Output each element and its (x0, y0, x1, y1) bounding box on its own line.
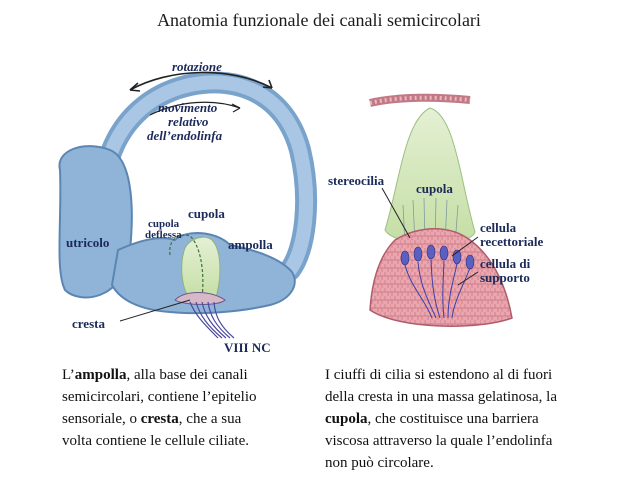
label-cellula-recettoriale-1: cellula (480, 220, 517, 235)
caption-left: L’ampolla, alla base dei canali semicirc… (62, 364, 312, 452)
caption-right-line-2: della cresta in una massa gelatinosa, la (325, 389, 557, 405)
caption-right-line-5: non può circolare. (325, 455, 434, 471)
caption-right-line-4: viscosa attraverso la quale l’endolinfa (325, 433, 553, 449)
label-cellula-supporto-1: cellula di (480, 256, 531, 271)
caption-left-line-4: volta contiene le cellule ciliate. (62, 433, 249, 449)
label-cellula-supporto-2: supporto (480, 270, 530, 285)
label-rotazione: rotazione (172, 59, 222, 74)
cupola (181, 236, 221, 301)
cellula-supporto-pointer (457, 271, 479, 286)
caption-right-line-3: cupola, che costituisce una barriera (325, 411, 539, 427)
label-cupola-right: cupola (416, 181, 453, 196)
label-movimento: movimento (158, 100, 218, 115)
caption-left-line-2: semicircolari, contiene l’epitelio (62, 389, 257, 405)
caption-left-line-3: sensoriale, o cresta, che a sua (62, 411, 242, 427)
receptor-cells (400, 244, 475, 270)
label-cupola-deflessa-1: cupola (148, 218, 180, 230)
caption-left-line-1: L’ampolla, alla base dei canali (62, 367, 248, 383)
label-stereocilia: stereocilia (328, 173, 385, 188)
label-cresta: cresta (72, 316, 105, 331)
crest-nerve-fibers (404, 259, 471, 319)
label-relativo: relativo (168, 114, 209, 129)
caption-right: I ciuffi di cilia si estendono al di fuo… (325, 364, 625, 474)
crest (174, 292, 226, 305)
page-title: Anatomia funzionale dei canali semicirco… (157, 10, 481, 30)
stereocilia-pointer (381, 187, 411, 239)
label-viii-nc: VIII NC (224, 340, 271, 355)
label-utricolo: utricolo (66, 235, 109, 250)
endolymph-movement-arrow (149, 101, 241, 116)
label-cupola: cupola (188, 206, 225, 221)
label-endolinfa: dell’endolinfa (147, 128, 223, 143)
caption-right-line-1: I ciuffi di cilia si estendono al di fuo… (325, 367, 553, 383)
nerve-fibers (189, 301, 235, 339)
cupola-mass (384, 107, 476, 245)
cresta-pointer (119, 299, 191, 322)
label-cellula-recettoriale-2: recettoriale (480, 234, 543, 249)
right-crest-diagram: stereocilia cupola cellula recettoriale … (328, 93, 543, 327)
label-ampolla: ampolla (228, 237, 273, 252)
cellula-recettoriale-pointer (451, 236, 479, 257)
label-cupola-deflessa-2: deflessa (145, 229, 182, 241)
rotation-arrow (129, 71, 273, 91)
left-canal-diagram: rotazione movimento relativo dell’endoli… (58, 59, 318, 355)
cupola-deflected (169, 234, 204, 299)
